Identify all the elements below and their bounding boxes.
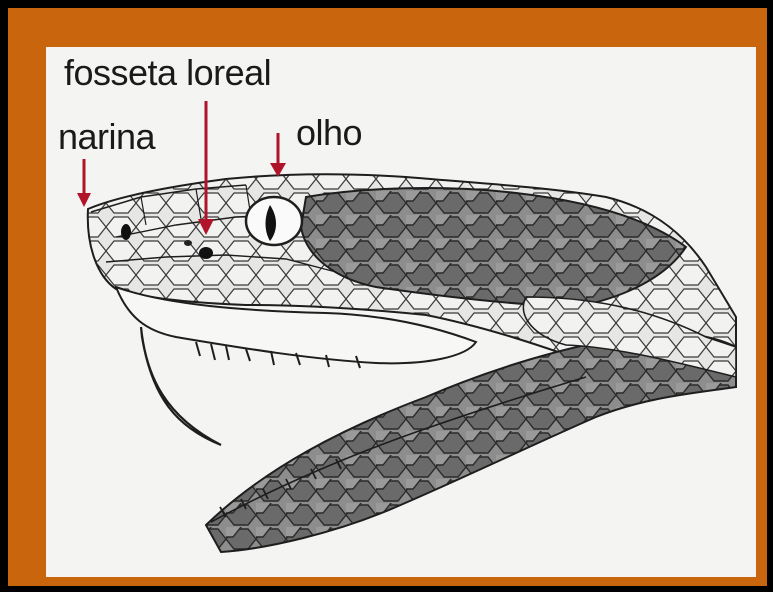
arrow-eye xyxy=(270,133,286,177)
loreal-pit xyxy=(199,247,213,259)
orange-frame: fosseta loreal narina olho xyxy=(8,8,767,586)
nostril xyxy=(121,224,131,240)
illustration-canvas: fosseta loreal narina olho xyxy=(46,47,756,577)
arrow-nostril xyxy=(77,159,91,207)
snake-head-illustration xyxy=(46,47,756,577)
eye xyxy=(246,197,302,245)
fang xyxy=(141,327,221,445)
